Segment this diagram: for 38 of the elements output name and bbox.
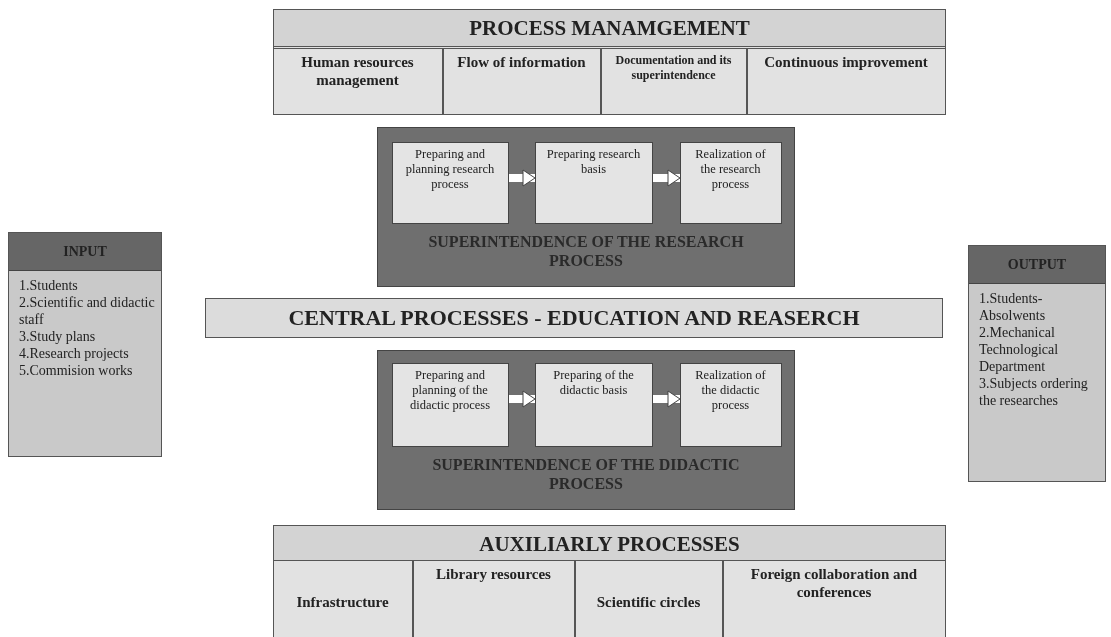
list-panel (8, 232, 162, 457)
list-item: 2.Scientific and didactic staff (18, 294, 156, 328)
list-item: 3.Study plans (18, 328, 97, 345)
list-item: 4.Research projects (18, 345, 130, 362)
list-item: 2.Mechanical Technological Department (978, 324, 1060, 375)
panel-title: SUPERINTENDENCE OF THE RESEARCH PROCESS (427, 232, 745, 270)
process-cell: Library resources (412, 559, 575, 637)
panel-header: INPUT (9, 233, 161, 271)
block-arrow (509, 390, 536, 408)
process-step-box: Realization of the research process (679, 141, 782, 224)
process-cell: Human resources management (272, 47, 443, 115)
process-group-box (273, 9, 946, 115)
process-step-box: Preparing research basis (534, 141, 653, 224)
process-step-box: Preparing and planning research process (391, 141, 509, 224)
process-step-box: Preparing of the didactic basis (534, 362, 653, 447)
superintendence-panel (377, 127, 795, 287)
process-cell: Continuous improvement (746, 47, 946, 115)
block-arrow (653, 169, 681, 187)
superintendence-panel (377, 350, 795, 510)
panel-title: SUPERINTENDENCE OF THE DIDACTIC PROCESS (431, 455, 741, 493)
panel-header: OUTPUT (969, 246, 1105, 284)
process-cell: Infrastructure (272, 559, 413, 637)
list-item: 3.Subjects ordering the researches (978, 375, 1089, 409)
block-arrow (653, 390, 681, 408)
list-panel (968, 245, 1106, 482)
process-cell: Documentation and its superintendence (600, 47, 747, 115)
process-cell: Flow of information (442, 47, 601, 115)
central-processes-banner: CENTRAL PROCESSES - EDUCATION AND REASERCH (205, 298, 943, 338)
process-step-box: Preparing and planning of the didactic process (391, 362, 509, 447)
list-item: 5.Commision works (18, 362, 134, 379)
block-arrow (509, 169, 536, 187)
process-cell: Scientific circles (574, 559, 723, 637)
group-heading: PROCESS MANAMGEMENT (274, 10, 945, 47)
process-step-box: Realization of the didactic process (679, 362, 782, 447)
list-item: 1.Students-Absolwents (978, 290, 1047, 324)
process-cell: Foreign collaboration and conferences (722, 559, 946, 637)
list-item: 1.Students (18, 277, 79, 294)
process-group-box (273, 525, 946, 637)
